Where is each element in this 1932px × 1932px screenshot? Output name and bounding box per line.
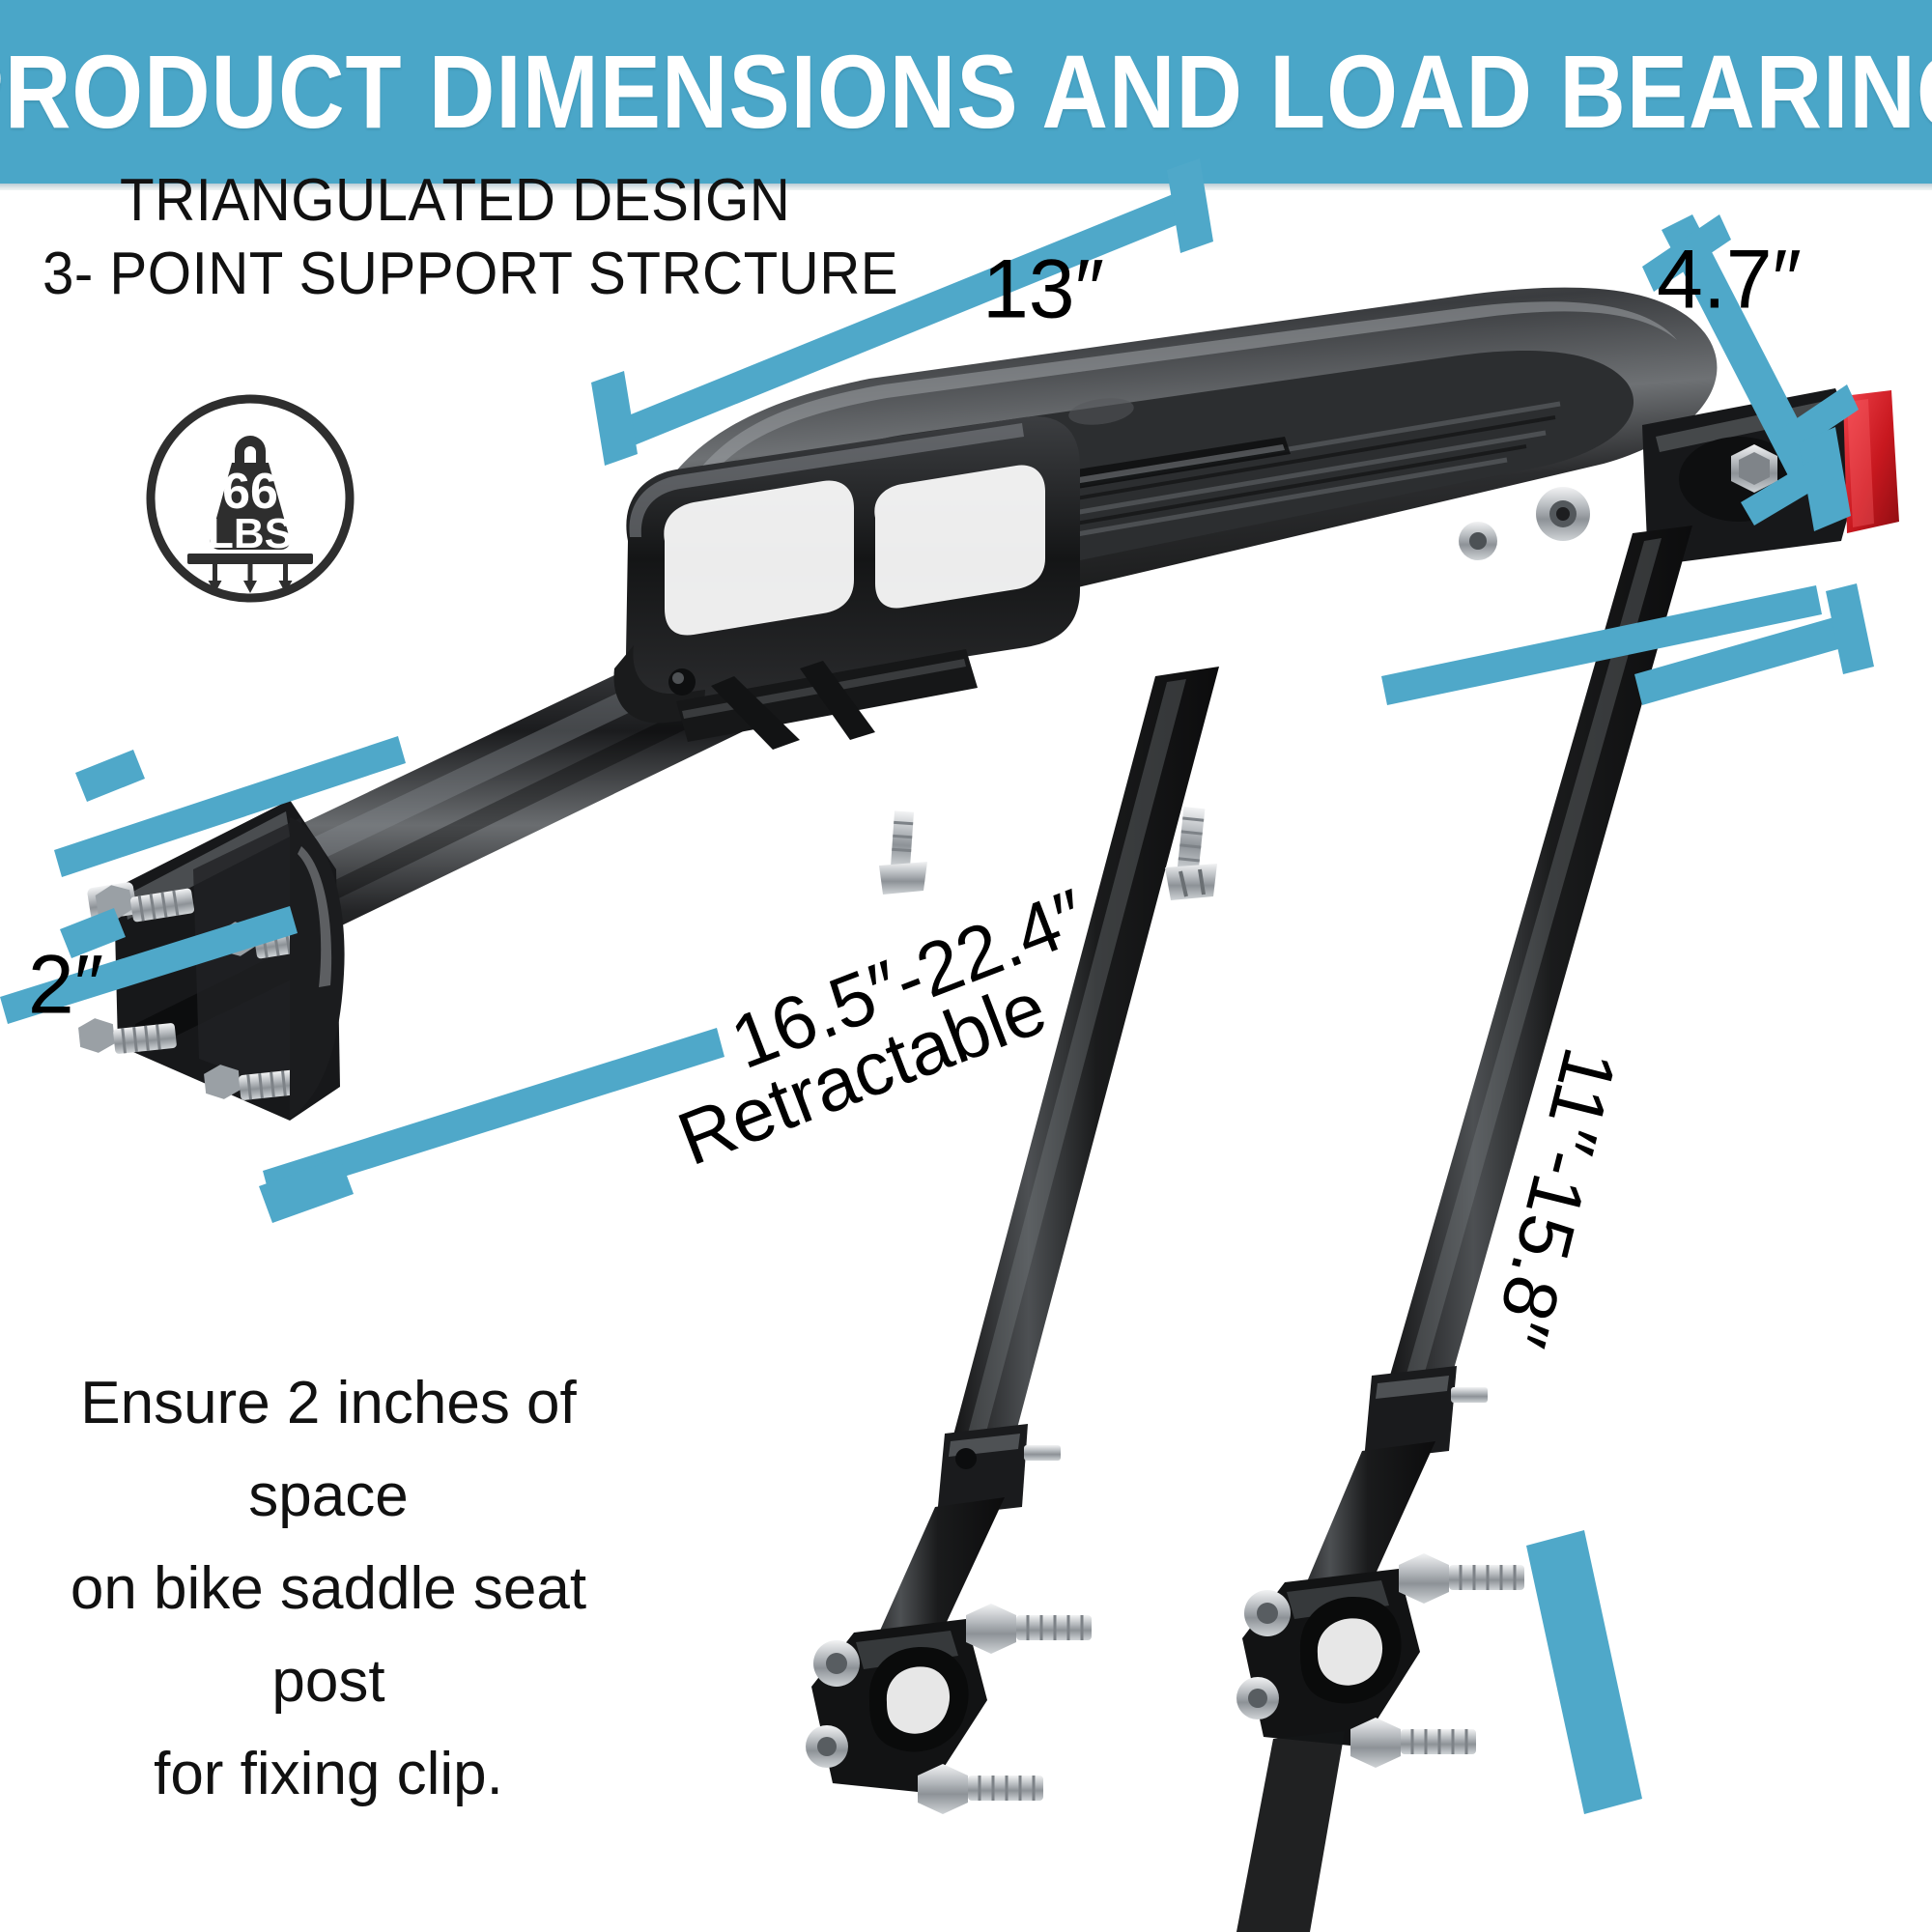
tray-center-screw xyxy=(879,810,927,895)
leg-front-collar xyxy=(937,1424,1061,1517)
leg-rear-clamp-bolt-lower xyxy=(1350,1718,1476,1768)
side-rail-guard xyxy=(613,416,1080,724)
support-leg-front xyxy=(806,667,1219,1814)
note-line-3: for fixing clip. xyxy=(154,1741,503,1808)
leg-front-frame-clamp xyxy=(806,1604,1092,1814)
leg-rear-frame-clamp xyxy=(1236,1553,1524,1768)
note-line-2: on bike saddle seat post xyxy=(70,1555,587,1716)
note-line-1: Ensure 2 inches of space xyxy=(80,1370,577,1530)
weight-icon xyxy=(146,394,355,603)
dimension-label-width: 4.7″ xyxy=(1657,233,1802,327)
leg-rear-collar xyxy=(1364,1366,1488,1461)
seat-post-clamp xyxy=(78,800,345,1121)
leg-rear-clamp-bolt-upper xyxy=(1399,1553,1524,1604)
leg-front-clamp-bolt-upper xyxy=(966,1604,1092,1654)
dimension-label-clamp-gap: 2″ xyxy=(27,938,104,1032)
triangular-brace xyxy=(676,649,978,750)
leg-front-adjust-screw xyxy=(1165,807,1217,900)
support-leg-rear xyxy=(1236,526,1692,1932)
bracket-flange-bolt xyxy=(1536,487,1590,541)
leg-front-clamp-bolt-lower xyxy=(918,1764,1043,1814)
banner-underline xyxy=(0,184,1932,190)
rear-reflector xyxy=(1843,390,1899,533)
clamp-bolt-lower-left xyxy=(78,1018,177,1054)
banner-title: PRODUCT DIMENSIONS AND LOAD BEARING xyxy=(0,33,1932,150)
bracket-small-bolt xyxy=(1459,522,1497,560)
dimension-label-length: 13″ xyxy=(981,242,1105,336)
load-capacity-badge: 66 LBS xyxy=(143,391,357,606)
header-banner: PRODUCT DIMENSIONS AND LOAD BEARING xyxy=(0,0,1932,184)
installation-note: Ensure 2 inches of space on bike saddle … xyxy=(10,1357,647,1821)
